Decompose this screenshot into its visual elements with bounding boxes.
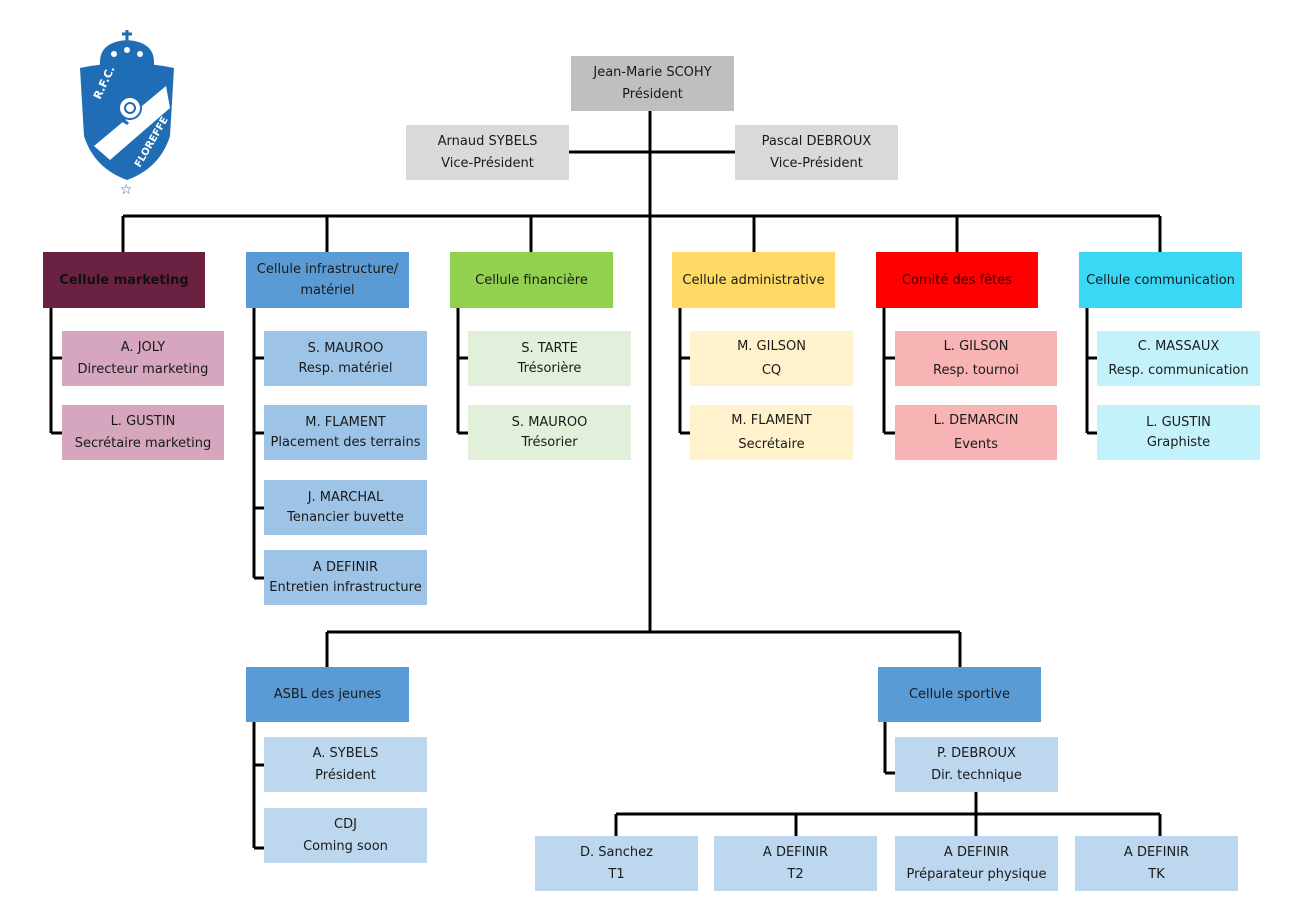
box-text: ASBL des jeunes (273, 687, 382, 702)
box-text: J. MARCHAL (307, 489, 384, 505)
member-box-jeunes-2: CDJ Coming soon (264, 808, 427, 863)
box-text: A DEFINIR (762, 844, 829, 860)
box-text: Directeur marketing (77, 361, 209, 377)
member-box-marketing-2: L. GUSTIN Secrétaire marketing (62, 405, 224, 460)
box-text: TK (1148, 866, 1165, 882)
box-text: Cellule communication (1086, 272, 1235, 288)
box-text: Cellule marketing (59, 272, 189, 288)
vice-president-left-name: Arnaud SYBELS (437, 133, 538, 149)
box-text: D. Sanchez (580, 844, 653, 860)
cell-header-infrastructure: Cellule infrastructure/ matériel (246, 252, 409, 308)
box-text: Coming soon (303, 838, 388, 854)
box-text: Préparateur physique (906, 866, 1047, 882)
box-text: Graphiste (1146, 434, 1211, 450)
box-text: P. DEBROUX (937, 745, 1016, 761)
box-text: CDJ (334, 816, 357, 832)
box-text: Secrétaire marketing (74, 435, 212, 451)
box-text: A. SYBELS (312, 745, 379, 761)
box-text: Placement des terrains (270, 434, 421, 450)
member-box-fetes-1: L. GILSON Resp. tournoi (895, 331, 1057, 386)
president-role: Président (622, 86, 683, 102)
box-text: Cellule infrastructure/ (256, 262, 399, 277)
cell-header-sportive: Cellule sportive (878, 667, 1041, 722)
vice-president-left-role: Vice-Président (441, 155, 534, 171)
box-text: M. GILSON (737, 338, 806, 354)
star-icon: ☆ (120, 182, 133, 198)
box-text: Président (315, 767, 376, 783)
box-text: Comité des fêtes (901, 272, 1013, 288)
box-text: S. MAUROO (511, 414, 588, 430)
box-text: L. DEMARCIN (933, 412, 1019, 428)
box-text: A DEFINIR (1123, 844, 1190, 860)
box-text: Secrétaire (738, 436, 805, 452)
box-text: Resp. tournoi (933, 362, 1019, 378)
box-text: Cellule sportive (908, 687, 1010, 702)
member-box-comm-2: L. GUSTIN Graphiste (1097, 405, 1260, 460)
club-logo: R.F.C. FLOREFFE ☆ (80, 30, 174, 198)
box-text: Tenancier buvette (287, 509, 404, 525)
box-text: CQ (761, 362, 782, 378)
member-box-marketing-1: A. JOLY Directeur marketing (62, 331, 224, 386)
box-text: A DEFINIR (943, 844, 1010, 860)
cell-header-finance: Cellule financière (450, 252, 613, 308)
box-text: T1 (608, 866, 625, 882)
member-box-fetes-2: L. DEMARCIN Events (895, 405, 1057, 460)
vice-president-right-role: Vice-Président (770, 155, 863, 171)
box-text: Cellule administrative (682, 272, 825, 288)
box-text: Events (953, 436, 998, 452)
box-text: S. MAUROO (307, 340, 384, 356)
shield-icon (80, 63, 174, 180)
box-text: L. GUSTIN (1146, 414, 1211, 430)
box-text: Cellule financière (475, 272, 588, 288)
box-text: A DEFINIR (312, 559, 379, 575)
box-text: L. GILSON (943, 338, 1009, 354)
member-box-comm-1: C. MASSAUX Resp. communication (1097, 331, 1260, 386)
box-text: A. JOLY (120, 339, 166, 355)
box-text: S. TARTE (521, 340, 578, 356)
staff-box-sportive-2: A DEFINIR T2 (714, 836, 877, 891)
box-text: M. FLAMENT (731, 412, 812, 428)
member-box-finance-2: S. MAUROO Trésorier (468, 405, 631, 460)
vice-president-right-box: Pascal DEBROUX Vice-Président (735, 125, 898, 180)
member-box-jeunes-1: A. SYBELS Président (264, 737, 427, 792)
president-box: Jean-Marie SCOHY Président (571, 56, 734, 111)
box-text: Resp. matériel (298, 360, 393, 376)
box-text: M. FLAMENT (305, 414, 386, 430)
vice-president-left-box: Arnaud SYBELS Vice-Président (406, 125, 569, 180)
box-text: C. MASSAUX (1137, 338, 1220, 354)
director-box-sportive: P. DEBROUX Dir. technique (895, 737, 1058, 792)
member-box-infra-1: S. MAUROO Resp. matériel (264, 331, 427, 386)
box-text: Dir. technique (931, 767, 1022, 783)
box-text: L. GUSTIN (110, 413, 176, 429)
box-text: matériel (300, 283, 355, 298)
cell-header-communication: Cellule communication (1079, 252, 1242, 308)
box-text: Resp. communication (1108, 362, 1249, 378)
president-name: Jean-Marie SCOHY (593, 64, 712, 80)
staff-box-sportive-4: A DEFINIR TK (1075, 836, 1238, 891)
cell-header-marketing: Cellule marketing (43, 252, 205, 308)
vice-president-right-name: Pascal DEBROUX (761, 133, 872, 149)
member-box-infra-4: A DEFINIR Entretien infrastructure (264, 550, 427, 605)
member-box-admin-2: M. FLAMENT Secrétaire (690, 405, 853, 460)
box-text: T2 (787, 866, 804, 882)
cell-header-administrative: Cellule administrative (672, 252, 835, 308)
box-text: Trésorière (517, 360, 582, 376)
staff-box-sportive-3: A DEFINIR Préparateur physique (895, 836, 1058, 891)
box-text: Entretien infrastructure (269, 579, 422, 595)
member-box-admin-1: M. GILSON CQ (690, 331, 853, 386)
member-box-finance-1: S. TARTE Trésorière (468, 331, 631, 386)
cell-header-jeunes: ASBL des jeunes (246, 667, 409, 722)
member-box-infra-3: J. MARCHAL Tenancier buvette (264, 480, 427, 535)
cell-header-fetes: Comité des fêtes (876, 252, 1038, 308)
member-box-infra-2: M. FLAMENT Placement des terrains (264, 405, 427, 460)
box-text: Trésorier (521, 434, 578, 450)
